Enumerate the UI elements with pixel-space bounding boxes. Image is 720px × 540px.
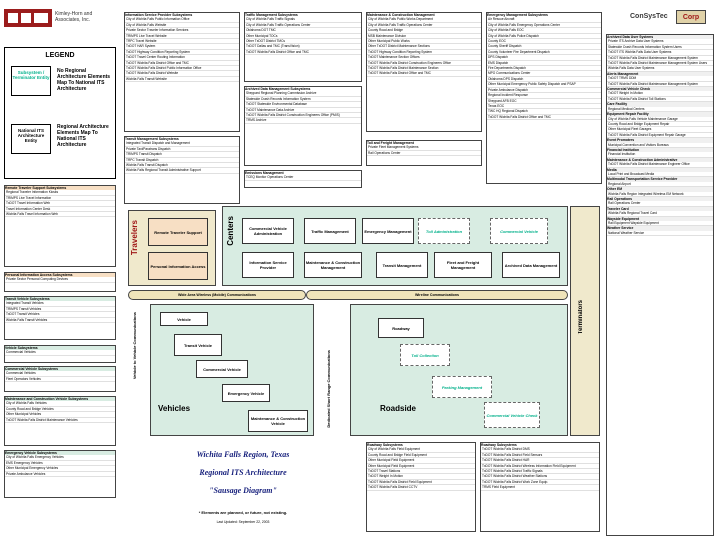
left-section-5: Maintenance and Construction Vehicle Sub… (4, 396, 116, 446)
footer-date: Last Updated: September 22, 2003 (216, 520, 270, 524)
top-column-isp: Information Service Provider Subsystems … (124, 12, 240, 132)
commercial-vehicle-admin2-block: Commercial Vehicle (490, 218, 548, 244)
remote-traveler-block: Remote Traveler Support (148, 218, 208, 246)
logo-mark-icon (8, 13, 48, 23)
brand-label: Corp (676, 10, 706, 24)
footer-title-1: Wichita Falls Region, Texas (196, 450, 290, 459)
left-section-6: Emergency Vehicle Subsystems City of Wic… (4, 450, 116, 498)
terminators-bar (570, 206, 600, 436)
legend-text-2: Regional Architecture Elements Map To Na… (57, 124, 109, 148)
maint-const-block: Maintenance & Construction Management (304, 252, 362, 278)
mid-column-transit: Transit Management Subsystems Integrated… (124, 136, 240, 204)
top-column-traffic: Traffic Management Subsystems City of Wi… (244, 12, 362, 82)
left-section-0: Remote Traveler Support Subsystems Regio… (4, 185, 116, 267)
cv-check-block: Commercial Vehicle Check (484, 402, 540, 428)
fleet-freight-block: Fleet and Freight Management (434, 252, 492, 278)
terminators-label: Terminators (578, 300, 584, 335)
mid-column-archived: Archived Data Management Subsystems Shep… (244, 86, 362, 166)
transit-mgmt-block: Transit Management (376, 252, 428, 278)
top-column-maintenance: Maintenance & Construction Management Ci… (366, 12, 482, 132)
bottom-column-roadway-1: Roadway Subsystems City of Wichita Falls… (366, 442, 476, 532)
wide-area-bus: Wide Area Wireless (Mobile) Communicatio… (128, 290, 306, 300)
centers-label: Centers (226, 216, 235, 246)
commercial-vehicle-block: Commercial Vehicle (196, 360, 248, 378)
company-logo (4, 9, 52, 27)
mid-column-freight: Toll and Freight Management Private Flee… (366, 140, 482, 166)
vehicle-block: Vehicle (160, 312, 208, 326)
legend-box-1: Subsystem / Terminator Entity (11, 66, 51, 96)
left-section-4: Commercial Vehicle Subsystems Commercial… (4, 366, 116, 392)
toll-admin-block: Toll Administration (418, 218, 470, 244)
left-section-1: Personal Information Access Subsystems P… (4, 272, 116, 292)
transit-vehicle-block: Transit Vehicle (174, 334, 222, 356)
parking-mgmt-block: Parking Management (432, 376, 492, 398)
info-provider-block: Information Service Provider (242, 252, 294, 278)
roadside-label: Roadside (380, 404, 417, 413)
company-name: Kimley-Horn and Associates, Inc. (55, 11, 93, 23)
travelers-label: Travelers (130, 220, 139, 256)
archived-data-block: Archived Data Management (502, 252, 560, 278)
maint-vehicle-block: Maintenance & Construction Vehicle (248, 410, 308, 432)
left-section-3: Vehicle Subsystems Commercial Vehicles (4, 345, 116, 363)
top-column-emergency: Emergency Management Subsystems Air Resc… (486, 12, 602, 184)
legend-title: LEGEND (45, 52, 75, 59)
left-section-2: Transit Vehicle Subsystems Integrated Tr… (4, 296, 116, 340)
footer-note: * Elements are planned, or future, not e… (198, 510, 288, 515)
personal-info-block: Personal Information Access (148, 252, 208, 280)
emergency-mgmt-block: Emergency Management (362, 218, 414, 244)
mid-column-emissions: Emissions Management TCEQ Monitor Operat… (244, 170, 362, 188)
dsrc-label: Dedicated Short Range Communications (326, 350, 331, 428)
roadway-block: Roadway (378, 318, 424, 338)
right-column: Archived Data User Systems Private ITS A… (606, 34, 714, 536)
toll-collection-block: Toll Collection (400, 344, 450, 366)
footer-title-3: "Sausage Diagram" (209, 486, 277, 495)
legend-text-1: No Regional Architecture Elements Map To… (57, 68, 111, 92)
legend: LEGEND Subsystem / Terminator Entity No … (4, 47, 116, 179)
emergency-vehicle-block: Emergency Vehicle (222, 384, 270, 402)
legend-box-2: National ITS Architecture Entity (11, 124, 51, 154)
bottom-column-roadway-2: Roadway Subsystems TxDOT Wichita Falls D… (480, 442, 600, 532)
traffic-mgmt-block: Traffic Management (304, 218, 356, 244)
brand-text: ConSysTec (630, 13, 668, 20)
footer-title-2: Regional ITS Architecture (199, 468, 287, 477)
v2v-label: Vehicle to Vehicle Communications (132, 312, 137, 380)
wireline-bus: Wireline Communications (306, 290, 568, 300)
commercial-vehicle-admin-block: Commercial Vehicle Administration (242, 218, 294, 244)
vehicles-label: Vehicles (158, 404, 191, 413)
